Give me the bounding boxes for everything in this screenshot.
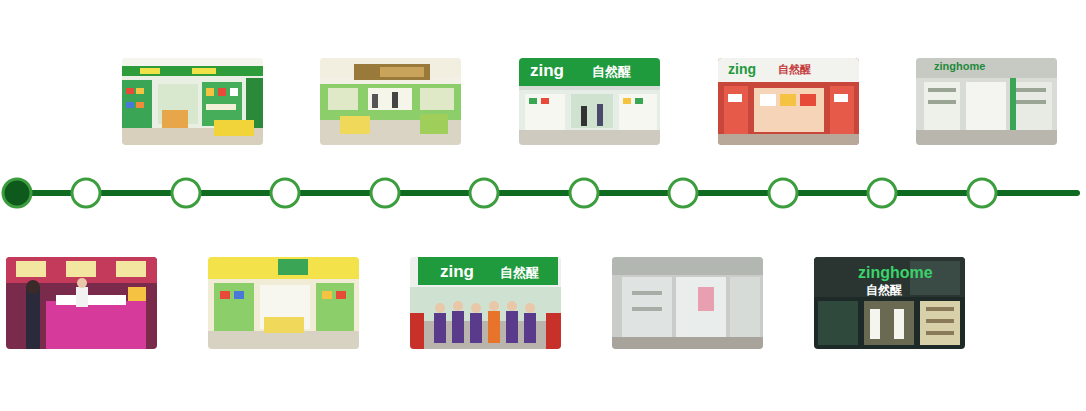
logo-text: 自然醒	[866, 284, 902, 296]
logo-text: zing	[440, 263, 474, 280]
logo-text: 自然醒	[778, 64, 811, 75]
logo-text: zinghome	[858, 265, 933, 281]
store-photo	[320, 58, 461, 145]
store-photo	[6, 257, 157, 349]
store-photo	[519, 58, 660, 145]
logo-text: zinghome	[934, 61, 985, 72]
logo-text: 自然醒	[500, 266, 539, 279]
store-photo	[122, 58, 263, 145]
store-photo	[410, 257, 561, 349]
timeline-dots	[3, 179, 996, 207]
store-photo	[208, 257, 359, 349]
store-photo	[718, 58, 859, 145]
store-photo	[814, 257, 965, 349]
logo-text: 自然醒	[592, 65, 631, 78]
store-photo	[612, 257, 763, 349]
logo-text: zing	[530, 62, 564, 79]
logo-text: zing	[728, 62, 756, 76]
store-photo	[916, 58, 1057, 145]
